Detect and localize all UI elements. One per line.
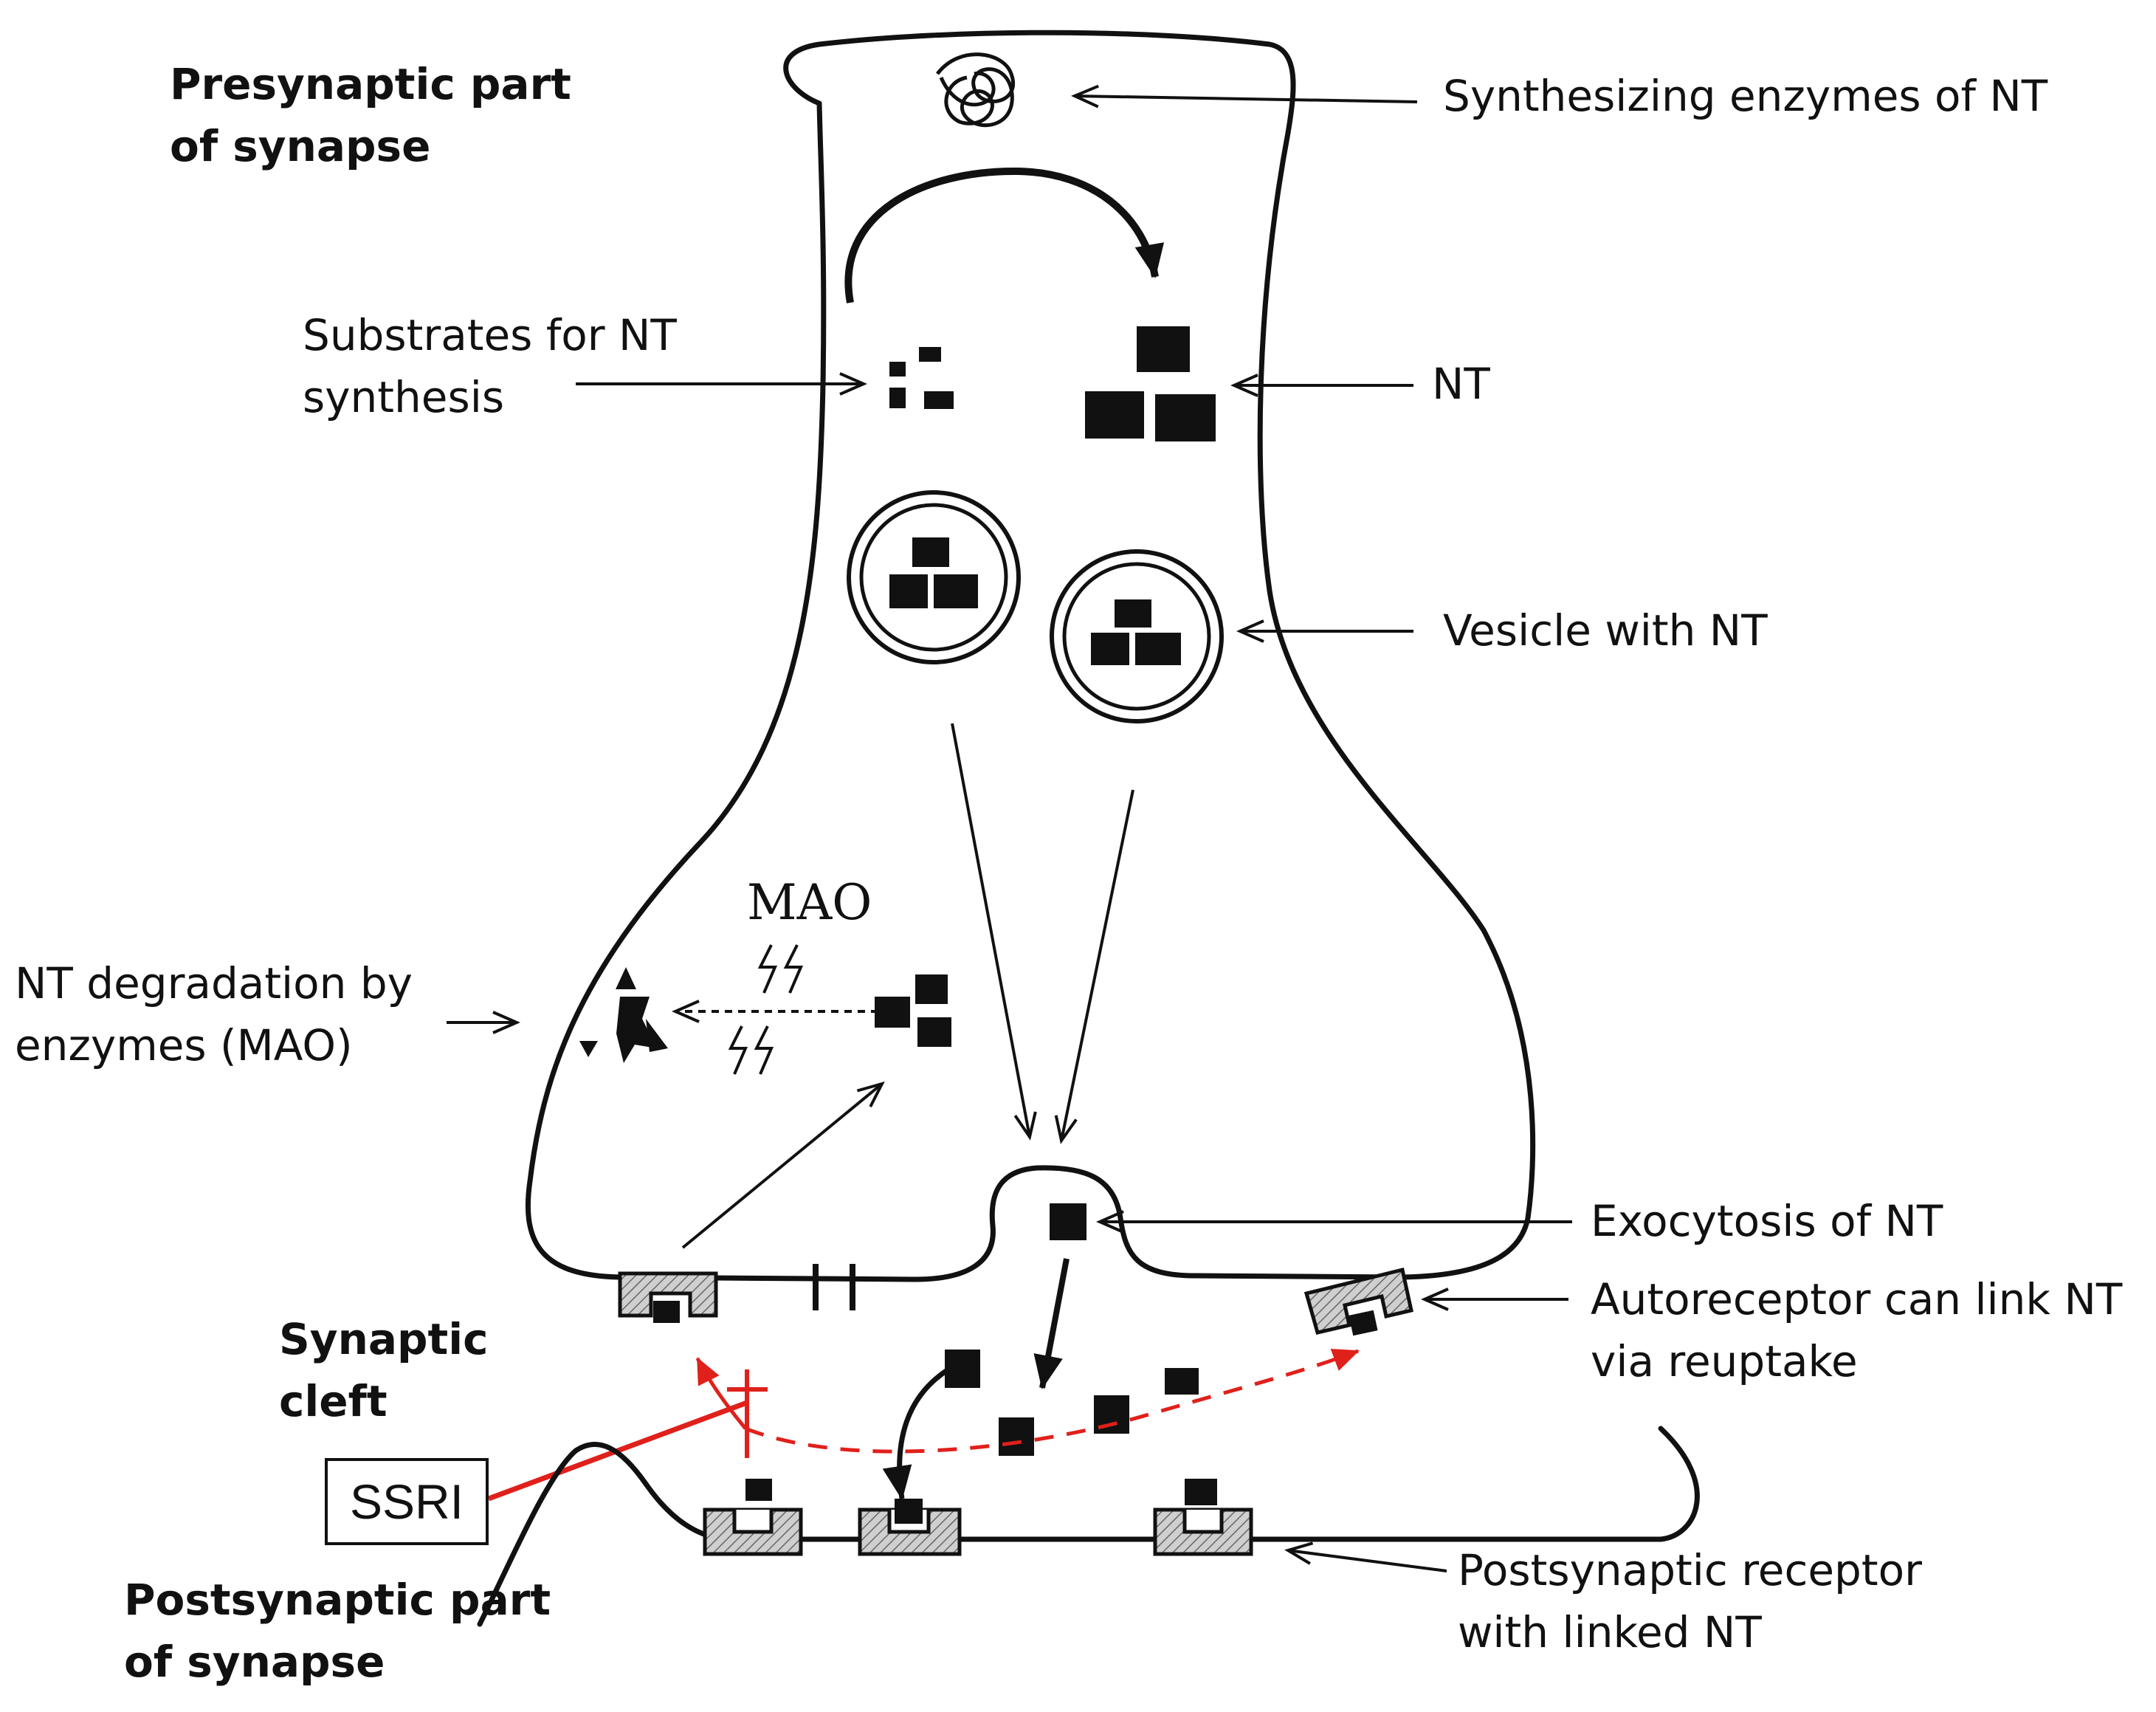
arrow-synthesis (844, 167, 1165, 303)
arrow-postsynaptic-receptor (1284, 1541, 1447, 1572)
presynaptic-membrane (738, 30, 821, 103)
postsynaptic-receptor-3 (1153, 1479, 1253, 1556)
nt-degradation-cluster (875, 974, 951, 1047)
arrow-vesicle1-to-membrane (951, 723, 1037, 1141)
postsynaptic-receptor-2 (858, 1499, 962, 1556)
degraded-fragments-icon (579, 967, 668, 1063)
reuptake-path-main (745, 1348, 1360, 1454)
reuptake-path-left (695, 1357, 747, 1430)
arrow-vesicle2-to-membrane (1054, 789, 1134, 1144)
postsynaptic-receptor-1 (703, 1479, 803, 1556)
vesicle-2 (1050, 549, 1224, 723)
synthesizing-enzymes-icon (936, 52, 1015, 128)
postsynaptic-membrane (477, 1426, 1700, 1627)
mao-label: MAO (747, 874, 872, 931)
presynaptic-label: Presynaptic part of synapse (170, 59, 571, 172)
exocytosis-label: Exocytosis of NT (1591, 1196, 1943, 1246)
substrate-squares (889, 347, 954, 409)
degradation-label: NT degradation by enzymes (MAO) (15, 958, 413, 1071)
nt-label: NT (1432, 359, 1490, 409)
vesicle-label: Vesicle with NT (1443, 605, 1768, 656)
synthesizing-enzymes-label: Synthesizing enzymes of NT (1443, 71, 2048, 121)
exocytosis-nt (1050, 1203, 1086, 1240)
nt-cluster (1085, 326, 1216, 441)
mao-enzyme-icons (728, 944, 804, 1075)
membrane-channel (813, 1264, 855, 1310)
arrow-nt-to-receptor (882, 1367, 950, 1500)
ssri-block-mark (727, 1369, 768, 1458)
postsynaptic-label: Postsynaptic part of synapse (124, 1575, 551, 1688)
reuptake-transporter-left (618, 1271, 718, 1323)
arrow-synthesizing-enzymes (1071, 84, 1418, 109)
cleft-nt (945, 1350, 1199, 1456)
postsynaptic-receptor-label: Postsynaptic receptor with linked NT (1458, 1545, 1922, 1658)
arrow-reuptake-to-cytosol (681, 1081, 885, 1249)
substrates-label: Substrates for NT synthesis (303, 310, 677, 423)
arrow-release (1033, 1258, 1070, 1389)
autoreceptor (1303, 1267, 1413, 1336)
synaptic-cleft-label: Synaptic cleft (279, 1314, 489, 1427)
vesicle-1 (847, 490, 1021, 664)
autoreceptor-label: Autoreceptor can link NT via reuptake (1591, 1274, 2123, 1387)
ssri-box: SSRI (325, 1458, 489, 1545)
presynaptic-terminal-outline (525, 30, 1536, 1282)
